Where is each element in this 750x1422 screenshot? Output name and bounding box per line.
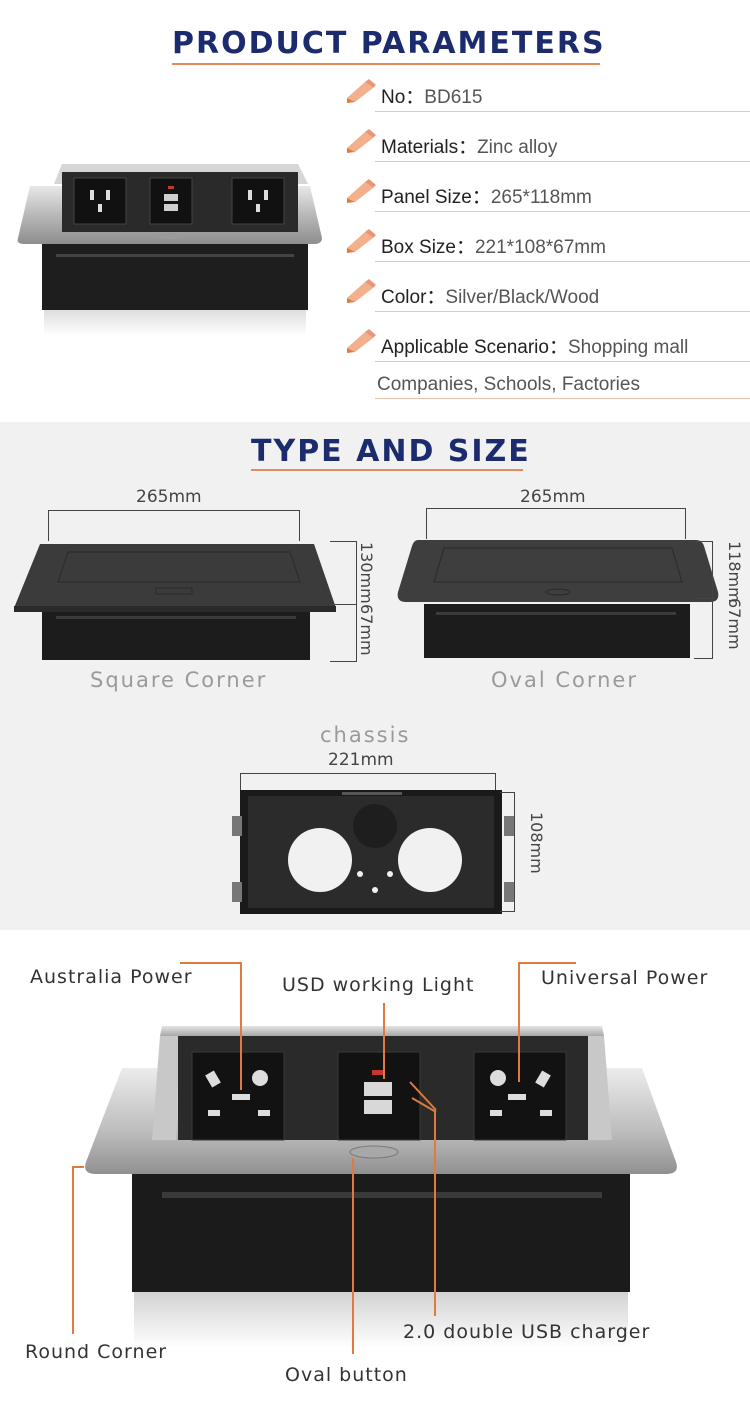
param-underline — [375, 311, 750, 312]
product-parameters-heading: PRODUCT PARAMETERS — [172, 26, 606, 61]
button-callout-line — [352, 1158, 354, 1354]
param-label: Applicable Scenario： — [381, 337, 568, 358]
param-label: Panel Size： — [381, 187, 491, 208]
usb-callout-line — [434, 1110, 436, 1316]
usb-callout-arrows — [409, 1081, 437, 1113]
oval-height-label: 67mm — [725, 598, 744, 650]
usb-charger-label: 2.0 double USB charger — [403, 1321, 651, 1343]
product-photo-small — [17, 164, 322, 336]
round-callout-line — [72, 1166, 74, 1334]
oval-width-bracket — [426, 508, 686, 539]
round-corner-label: Round Corner — [25, 1341, 168, 1363]
param-value: Shopping mall — [567, 337, 689, 358]
param-underline — [375, 398, 750, 399]
universal-callout-line — [518, 962, 576, 964]
oval-height-bracket — [694, 541, 713, 659]
round-callout-line — [72, 1166, 84, 1168]
chassis-depth-bracket — [500, 792, 515, 912]
oval-width-label: 265mm — [520, 487, 586, 507]
universal-callout-line — [518, 962, 520, 1082]
chassis-depth-label: 108mm — [527, 812, 546, 874]
square-corner-box-image — [14, 544, 336, 660]
pencil-icon — [347, 279, 376, 303]
type-and-size-heading-underline — [251, 469, 523, 471]
product-parameters-heading-underline — [172, 63, 600, 65]
pencil-icon — [347, 179, 376, 203]
param-underline — [375, 211, 750, 212]
param-label: No： — [381, 87, 425, 108]
param-value: Zinc alloy — [477, 137, 558, 158]
param-underline — [375, 111, 750, 112]
param-value: BD615 — [424, 87, 483, 108]
square-width-label: 265mm — [136, 487, 202, 507]
param-scenario-continuation: Companies, Schools, Factories — [377, 374, 640, 395]
square-corner-caption: Square Corner — [90, 668, 268, 692]
param-row-box-size: Box Size：221*108*67mm — [345, 222, 750, 262]
param-underline — [375, 161, 750, 162]
australia-callout-line — [240, 962, 242, 1090]
oval-bracket-divider — [694, 598, 712, 599]
param-underline — [375, 261, 750, 262]
pencil-icon — [347, 329, 376, 353]
universal-power-label: Universal Power — [541, 967, 709, 989]
chassis-caption: chassis — [320, 723, 411, 747]
param-value: 265*118mm — [490, 187, 592, 208]
param-label: Box Size： — [381, 237, 475, 258]
param-underline — [375, 361, 750, 362]
param-value: Silver/Black/Wood — [445, 287, 600, 308]
square-width-bracket — [48, 510, 300, 541]
chassis-width-label: 221mm — [328, 750, 394, 770]
product-photo-large — [85, 1026, 677, 1348]
australia-callout-line — [180, 962, 242, 964]
param-row-color: Color：Silver/Black/Wood — [345, 272, 750, 312]
light-callout-line — [383, 1003, 385, 1079]
type-and-size-heading: TYPE AND SIZE — [251, 434, 531, 469]
param-row-no: No：BD615 — [345, 72, 750, 112]
square-depth-label: 130mm — [357, 542, 376, 604]
oval-depth-label: 118mm — [725, 541, 744, 603]
usb-working-light-label: USD working Light — [282, 974, 475, 996]
param-row-scenario: Applicable Scenario：Shopping mall — [345, 322, 750, 362]
pencil-icon — [347, 129, 376, 153]
pencil-icon — [347, 229, 376, 253]
square-bracket-divider — [330, 604, 356, 605]
australia-power-label: Australia Power — [30, 966, 193, 988]
chassis-image — [232, 790, 514, 914]
param-row-panel-size: Panel Size：265*118mm — [345, 172, 750, 212]
param-label: Materials： — [381, 137, 478, 158]
param-row-materials: Materials：Zinc alloy — [345, 122, 750, 162]
oval-button-label: Oval button — [285, 1364, 408, 1386]
square-height-label: 67mm — [357, 604, 376, 656]
pencil-icon — [347, 79, 376, 103]
square-height-bracket — [330, 541, 357, 662]
oval-corner-box-image — [397, 540, 719, 658]
param-label: Color： — [381, 287, 446, 308]
param-value: 221*108*67mm — [474, 237, 606, 258]
chassis-width-bracket — [240, 773, 496, 794]
oval-corner-caption: Oval Corner — [491, 668, 638, 692]
